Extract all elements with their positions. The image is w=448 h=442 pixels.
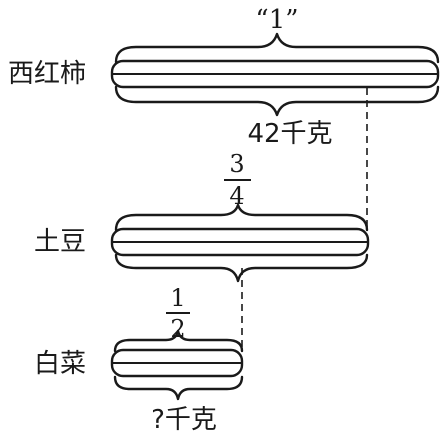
tomato-weight-label: 42千克 xyxy=(247,119,332,149)
cabbage-label: 白菜 xyxy=(34,349,86,379)
cabbage-weight-label: ?千克 xyxy=(151,405,217,435)
tomato-bottom-brace xyxy=(114,85,440,117)
potato-bottom-brace xyxy=(114,253,369,283)
potato-label: 土豆 xyxy=(34,227,86,257)
tomato-unit-one-label: “1” xyxy=(255,5,298,35)
tomato-top-brace xyxy=(114,32,440,64)
tomato-label: 西红柿 xyxy=(8,59,86,89)
cabbage-fraction-numerator: 1 xyxy=(170,284,185,312)
potato-fraction-numerator: 3 xyxy=(229,150,244,178)
potato-fraction-denominator: 4 xyxy=(229,182,244,210)
cabbage-bottom-brace xyxy=(113,375,244,401)
cabbage-top-brace xyxy=(113,329,244,353)
potato-top-brace xyxy=(114,203,369,232)
